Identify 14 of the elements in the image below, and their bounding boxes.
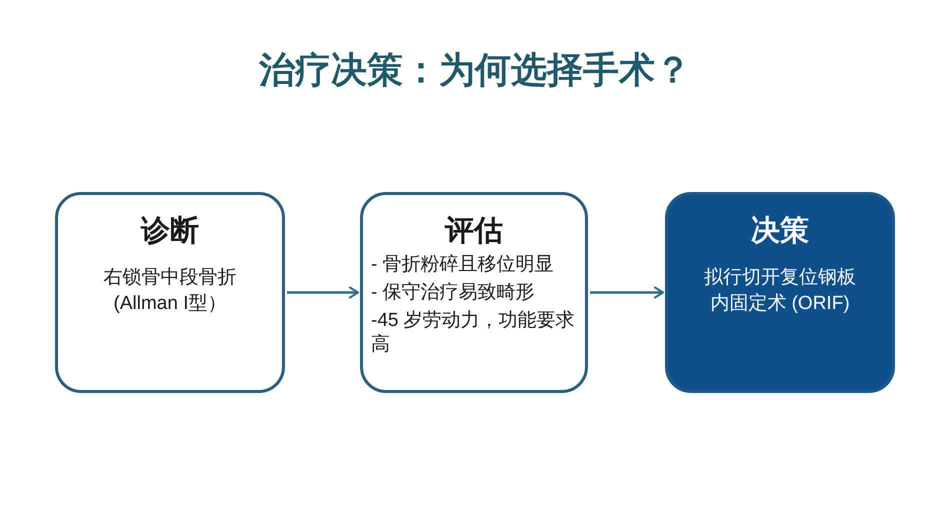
process-box	[360, 192, 588, 393]
box-text: 右锁骨中段骨折 (Allman I型）	[102, 266, 238, 316]
box-heading: 决策	[751, 214, 809, 249]
bullet-text: - 保守治疗易致畸形	[371, 280, 536, 305]
process-box	[55, 192, 285, 393]
bullet-text: -45 岁劳动力，功能要求高	[371, 308, 576, 358]
title: 治疗决策：为何选择手术？	[259, 48, 691, 92]
decision-box	[665, 192, 895, 393]
box-text: 拟行切开复位钢板内固定术 (ORIF)	[704, 266, 856, 316]
arrow	[590, 286, 664, 298]
box-heading: 评估	[445, 214, 503, 249]
arrow	[287, 286, 359, 298]
bullet-text: - 骨折粉碎且移位明显	[371, 253, 555, 278]
box-heading: 诊断	[141, 214, 199, 249]
